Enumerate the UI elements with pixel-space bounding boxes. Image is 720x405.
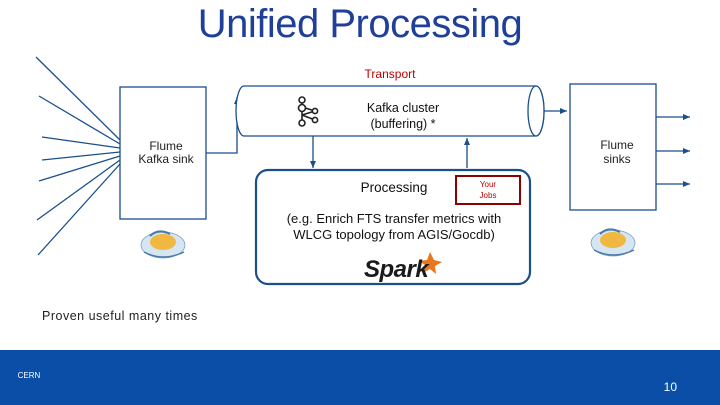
your-jobs-box bbox=[455, 175, 521, 205]
kafka-pipe bbox=[235, 85, 545, 137]
flume-sinks-label: Flume sinks bbox=[582, 138, 652, 166]
incoming-lines bbox=[35, 56, 121, 256]
processing-note-line2: WLCG topology from AGIS/Gocdb) bbox=[293, 227, 495, 242]
kafka-label-line2: (buffering) * bbox=[370, 117, 436, 131]
page-number: 10 bbox=[663, 380, 677, 394]
flume-source-line1: Flume bbox=[149, 139, 183, 153]
your-jobs-label: Your Jobs bbox=[456, 176, 520, 204]
flume-source-label: Flume Kafka sink bbox=[128, 140, 204, 166]
flume-source-box bbox=[119, 86, 207, 220]
page-title: Unified Processing bbox=[197, 2, 523, 46]
spark-icon bbox=[419, 252, 442, 274]
flume-sinks-box bbox=[569, 83, 657, 211]
footer-bar bbox=[0, 350, 720, 405]
processing-note-line1: (e.g. Enrich FTS transfer metrics with bbox=[286, 211, 502, 226]
kafka-label: Kafka cluster (buffering) * bbox=[344, 100, 462, 132]
source-to-kafka-line bbox=[206, 97, 240, 154]
flume-sinks-line1: Flume bbox=[600, 138, 634, 152]
your-jobs-line1: Your bbox=[479, 180, 497, 189]
transport-label: Transport bbox=[364, 67, 416, 81]
flume-icon-right bbox=[590, 228, 636, 257]
cern-logo-text: CERN bbox=[17, 371, 41, 380]
spark-logo-text: Spark bbox=[364, 256, 429, 283]
footnote: Proven useful many times bbox=[42, 309, 198, 323]
processing-note: (e.g. Enrich FTS transfer metrics with W… bbox=[258, 211, 530, 243]
flume-source-line2: Kafka sink bbox=[138, 152, 194, 166]
kafka-label-line1: Kafka cluster bbox=[366, 101, 440, 115]
flume-icon bbox=[140, 230, 186, 259]
kafka-icon bbox=[297, 96, 319, 127]
your-jobs-line2: Jobs bbox=[479, 191, 497, 200]
flume-sinks-line2: sinks bbox=[603, 152, 631, 166]
processing-label: Processing bbox=[360, 180, 428, 195]
